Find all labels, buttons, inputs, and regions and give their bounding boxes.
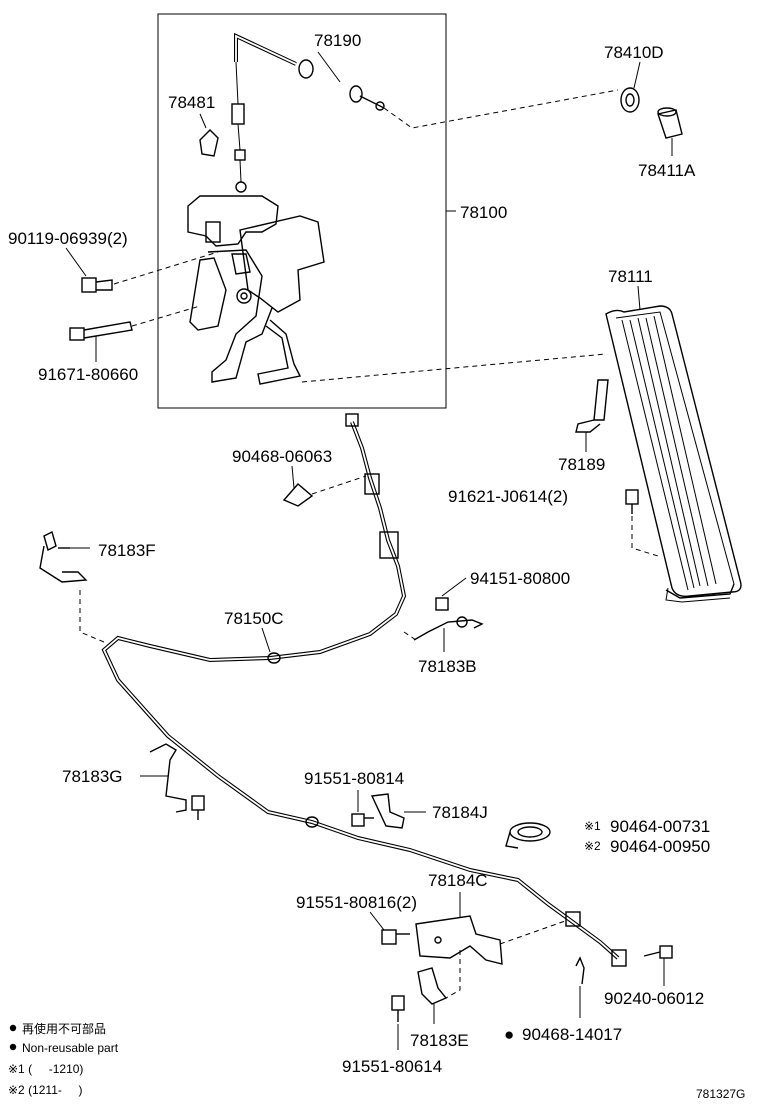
- bolt-91551-80814: [351, 813, 374, 827]
- leader-78481: [199, 113, 207, 129]
- label-91621: 91621-J0614(2): [448, 487, 568, 506]
- label-91551-80814: 91551-80814: [304, 769, 404, 788]
- legend-range-2: ※2 (1211- ): [8, 1083, 83, 1097]
- label-78150C: 78150C: [224, 609, 284, 628]
- throttle-cable-78190: [231, 32, 385, 193]
- bolt-90119: [81, 277, 113, 293]
- legend-range-1: ※1 ( -1210): [8, 1062, 83, 1076]
- dash-91671: [131, 305, 201, 327]
- bracket-78183B: [413, 616, 484, 641]
- bolt-91671: [69, 321, 133, 341]
- label-94151: 94151-80800: [470, 569, 570, 588]
- clip-78481: [199, 129, 219, 157]
- label-78183E: 78183E: [410, 1031, 469, 1050]
- leader-78190: [317, 51, 341, 83]
- label-90119: 90119-06939(2): [8, 229, 128, 248]
- label-78410D: 78410D: [604, 43, 664, 62]
- leader-78111: [637, 285, 641, 311]
- nut-94151: [435, 597, 449, 611]
- legend-nonreusable-en: Non-reusable part: [22, 1041, 119, 1055]
- diagram-code: 781327G: [696, 1087, 745, 1101]
- stopper-78189: [575, 379, 609, 433]
- bolt-91551-80614: [391, 995, 405, 1022]
- bracket-78183F: [39, 530, 88, 583]
- label-78183B: 78183B: [418, 657, 477, 676]
- legend-dot-jp: [9, 1024, 17, 1032]
- leader-78150C: [261, 627, 271, 653]
- label-90464-00731: 90464-00731: [610, 817, 710, 836]
- subassembly-frame: [157, 13, 447, 409]
- pedal-link-body: [187, 195, 325, 385]
- label-91551-80614: 91551-80614: [342, 1057, 442, 1076]
- bushing-78411A: [657, 107, 683, 139]
- dash-91621: [631, 516, 659, 557]
- label-78481: 78481: [168, 93, 215, 112]
- label-78100: 78100: [460, 203, 507, 222]
- label-78183F: 78183F: [98, 541, 156, 560]
- bracket-78184J: [370, 793, 405, 829]
- dash-cable-to-78410D: [383, 89, 619, 129]
- label-90468-14017: 90468-14017: [522, 1025, 622, 1044]
- leader-78410D: [633, 61, 641, 89]
- bracket-78184C: [415, 915, 503, 965]
- mark-note2: ※2: [584, 839, 601, 853]
- leader-94151: [441, 577, 467, 597]
- bolt-90240: [643, 945, 673, 959]
- mark-note1: ※1: [584, 819, 601, 833]
- leader-91551b: [369, 911, 385, 931]
- dash-78184C: [499, 919, 569, 945]
- dash-pedal-to-link: [301, 353, 607, 383]
- dash-78183B: [403, 631, 417, 641]
- bracket-78183G: [149, 743, 205, 820]
- label-90240: 90240-06012: [604, 989, 704, 1008]
- clip-78183E: [417, 967, 448, 1005]
- clamp-90464: [505, 822, 551, 849]
- label-90464-00950: 90464-00950: [610, 837, 710, 856]
- legend-dot-en: [9, 1043, 17, 1051]
- label-78111: 78111: [608, 267, 653, 286]
- label-78190: 78190: [314, 31, 361, 50]
- dash-78183F: [79, 590, 105, 643]
- label-78189: 78189: [558, 455, 605, 474]
- leader-90468a: [291, 465, 295, 489]
- label-90468-06063: 90468-06063: [232, 447, 332, 466]
- label-78411A: 78411A: [638, 161, 696, 180]
- label-91671: 91671-80660: [38, 365, 138, 384]
- label-78184J: 78184J: [432, 803, 488, 822]
- bushing-78410D: [620, 87, 640, 113]
- dash-90119: [113, 251, 219, 285]
- dash-90468a: [311, 475, 367, 495]
- label-78183G: 78183G: [62, 767, 123, 786]
- label-91551-80816: 91551-80816(2): [296, 893, 417, 912]
- bolt-91621: [625, 489, 639, 514]
- dash-78183E: [445, 950, 461, 999]
- pedal-pad-78111: [605, 305, 742, 603]
- accelerator-cable-78150C: [101, 413, 627, 967]
- leader-90119: [65, 247, 87, 277]
- label-78184C: 78184C: [428, 871, 488, 890]
- legend-nonreusable-jp: 再使用不可部品: [22, 1021, 106, 1036]
- clip-90468-06063: [282, 483, 314, 507]
- pin-90468-14017: [575, 956, 585, 985]
- bolt-91551-80816: [381, 929, 410, 945]
- mark-nonreusable: ●: [504, 1025, 514, 1044]
